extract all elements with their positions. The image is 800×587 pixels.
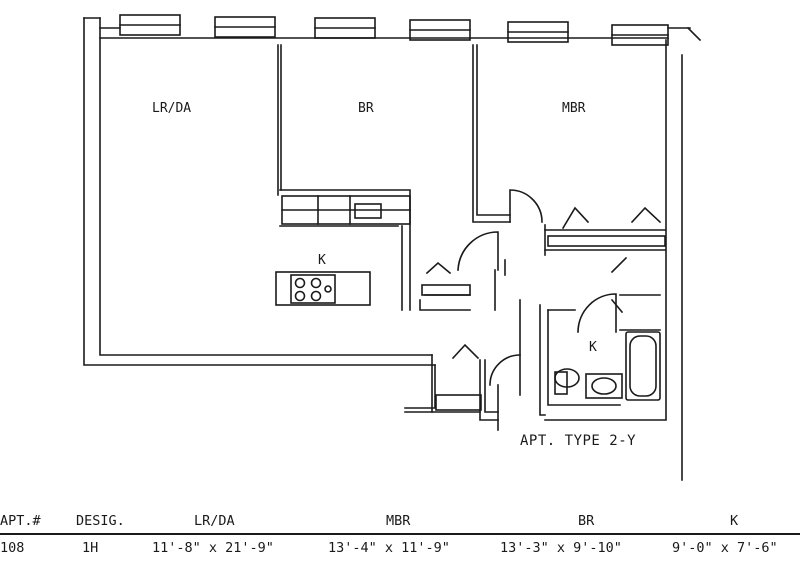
cell-k-size: 9'-0" x 7'-6" bbox=[672, 540, 778, 556]
header-apt-number: APT.# bbox=[0, 513, 41, 529]
header-mbr: MBR bbox=[386, 513, 411, 529]
sink bbox=[585, 373, 623, 399]
cell-apt-number: 108 bbox=[0, 540, 25, 556]
bathtub bbox=[625, 331, 661, 401]
door-swings bbox=[457, 189, 617, 386]
header-lrda: LR/DA bbox=[194, 513, 235, 529]
room-label-br: BR bbox=[358, 101, 374, 116]
room-schedule-table: APT.# DESIG. LR/DA MBR BR K 108 1H 11'-8… bbox=[0, 505, 800, 587]
header-br: BR bbox=[578, 513, 595, 529]
room-label-bath: K bbox=[589, 340, 597, 355]
closets bbox=[281, 195, 666, 411]
header-rule bbox=[0, 533, 800, 535]
header-designation: DESIG. bbox=[76, 513, 125, 529]
windows bbox=[119, 14, 669, 46]
room-label-kitchen: K bbox=[318, 253, 326, 268]
interior-walls bbox=[277, 44, 666, 431]
kitchen-range bbox=[275, 271, 371, 306]
room-label-mbr: MBR bbox=[562, 101, 586, 116]
toilet bbox=[554, 368, 580, 395]
cell-designation: 1H bbox=[82, 540, 99, 556]
apartment-type-label: APT. TYPE 2-Y bbox=[520, 433, 637, 449]
cell-mbr-size: 13'-4" x 11'-9" bbox=[328, 540, 450, 556]
cell-br-size: 13'-3" x 9'-10" bbox=[500, 540, 622, 556]
exterior-walls bbox=[83, 17, 702, 481]
room-label-lrda: LR/DA bbox=[152, 101, 191, 116]
header-k: K bbox=[730, 513, 739, 529]
bifold-doors bbox=[425, 206, 662, 360]
cell-lrda-size: 11'-8" x 21'-9" bbox=[152, 540, 274, 556]
floor-plan: LR/DA BR MBR K K bbox=[83, 14, 702, 481]
